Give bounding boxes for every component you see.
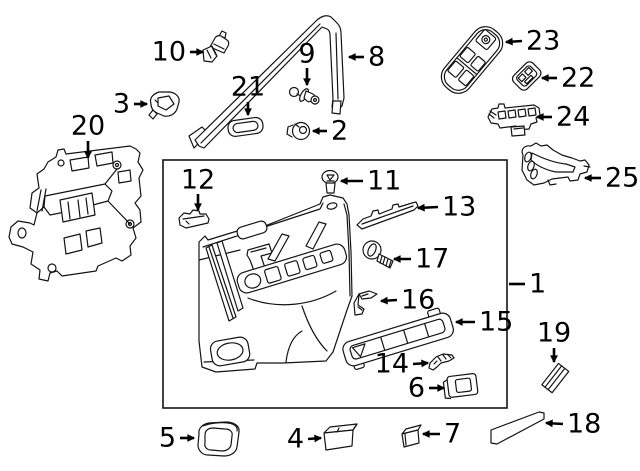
- door-trim-panel-drawing: [198, 194, 353, 373]
- callout-4-arrow: [307, 434, 323, 443]
- part-18-trim-strip-drawing: [490, 411, 545, 445]
- callout-24-label: 24: [556, 102, 590, 133]
- callout-2-label: 2: [331, 116, 348, 147]
- callout-20-label: 20: [71, 111, 105, 142]
- part-16-clip-drawing: [353, 290, 378, 316]
- callout-13-arrow: [416, 203, 439, 212]
- callout-14-arrow: [412, 359, 430, 368]
- part-25-door-pull-trim-drawing: [521, 142, 591, 186]
- callout-7-label: 7: [444, 419, 461, 450]
- callout-18-arrow: [544, 419, 564, 428]
- part-15-armrest-trim-drawing: [342, 307, 454, 370]
- part-23-window-switch-panel-drawing: [440, 26, 504, 94]
- callout-21-label: 21: [231, 72, 265, 103]
- callout-12-label: 12: [181, 165, 215, 196]
- callout-11-label: 11: [367, 166, 401, 197]
- part-14-clip-drawing: [428, 353, 455, 371]
- callout-19-label: 19: [537, 318, 571, 349]
- callout-9-label: 9: [298, 39, 315, 70]
- part-19-strip-drawing: [541, 362, 570, 394]
- part-5-bezel-ring-drawing: [197, 421, 240, 457]
- callout-17-label: 17: [415, 244, 449, 275]
- callout-25-label: 25: [605, 163, 639, 194]
- callout-4-label: 4: [287, 424, 304, 455]
- callout-3-label: 3: [113, 89, 130, 120]
- callout-15-label: 15: [479, 307, 513, 338]
- part-13-trim-strip-drawing: [356, 201, 419, 230]
- part-10-clip-drawing: [202, 30, 230, 63]
- callout-16-arrow: [379, 296, 398, 305]
- callout-16-label: 16: [401, 285, 435, 316]
- callout-13-label: 13: [442, 192, 476, 223]
- callout-23-label: 23: [526, 26, 560, 57]
- callout-8-label: 8: [368, 42, 385, 73]
- callout-10-label: 10: [152, 37, 186, 68]
- part-24-switch-bracket-drawing: [487, 103, 541, 137]
- part-8-window-frame-molding-drawing: [188, 15, 345, 149]
- callout-22-label: 22: [561, 63, 595, 94]
- part-4-cover-drawing: [323, 423, 358, 451]
- part-9-expanding-rivet-drawing: [288, 86, 320, 105]
- part-21-bezel-drawing: [227, 116, 264, 137]
- part-11-grommet-drawing: [321, 169, 339, 194]
- part-22-switch-drawing: [511, 61, 542, 91]
- callout-1-label: 1: [529, 269, 546, 300]
- callout-23-arrow: [504, 37, 523, 46]
- part-17-screw-drawing: [362, 240, 394, 269]
- part-12-bracket-drawing: [178, 209, 210, 229]
- part-20-carrier-panel-drawing: [8, 145, 144, 282]
- part-6-switch-blank-drawing: [442, 372, 479, 400]
- part-3-cap-drawing: [148, 91, 180, 120]
- callout-18-label: 18: [567, 409, 601, 440]
- callout-14-label: 14: [375, 349, 409, 380]
- callout-6-label: 6: [408, 373, 425, 404]
- callout-5-label: 5: [159, 423, 176, 454]
- part-2-fastener-drawing: [286, 121, 311, 141]
- part-7-cover-drawing: [401, 424, 422, 448]
